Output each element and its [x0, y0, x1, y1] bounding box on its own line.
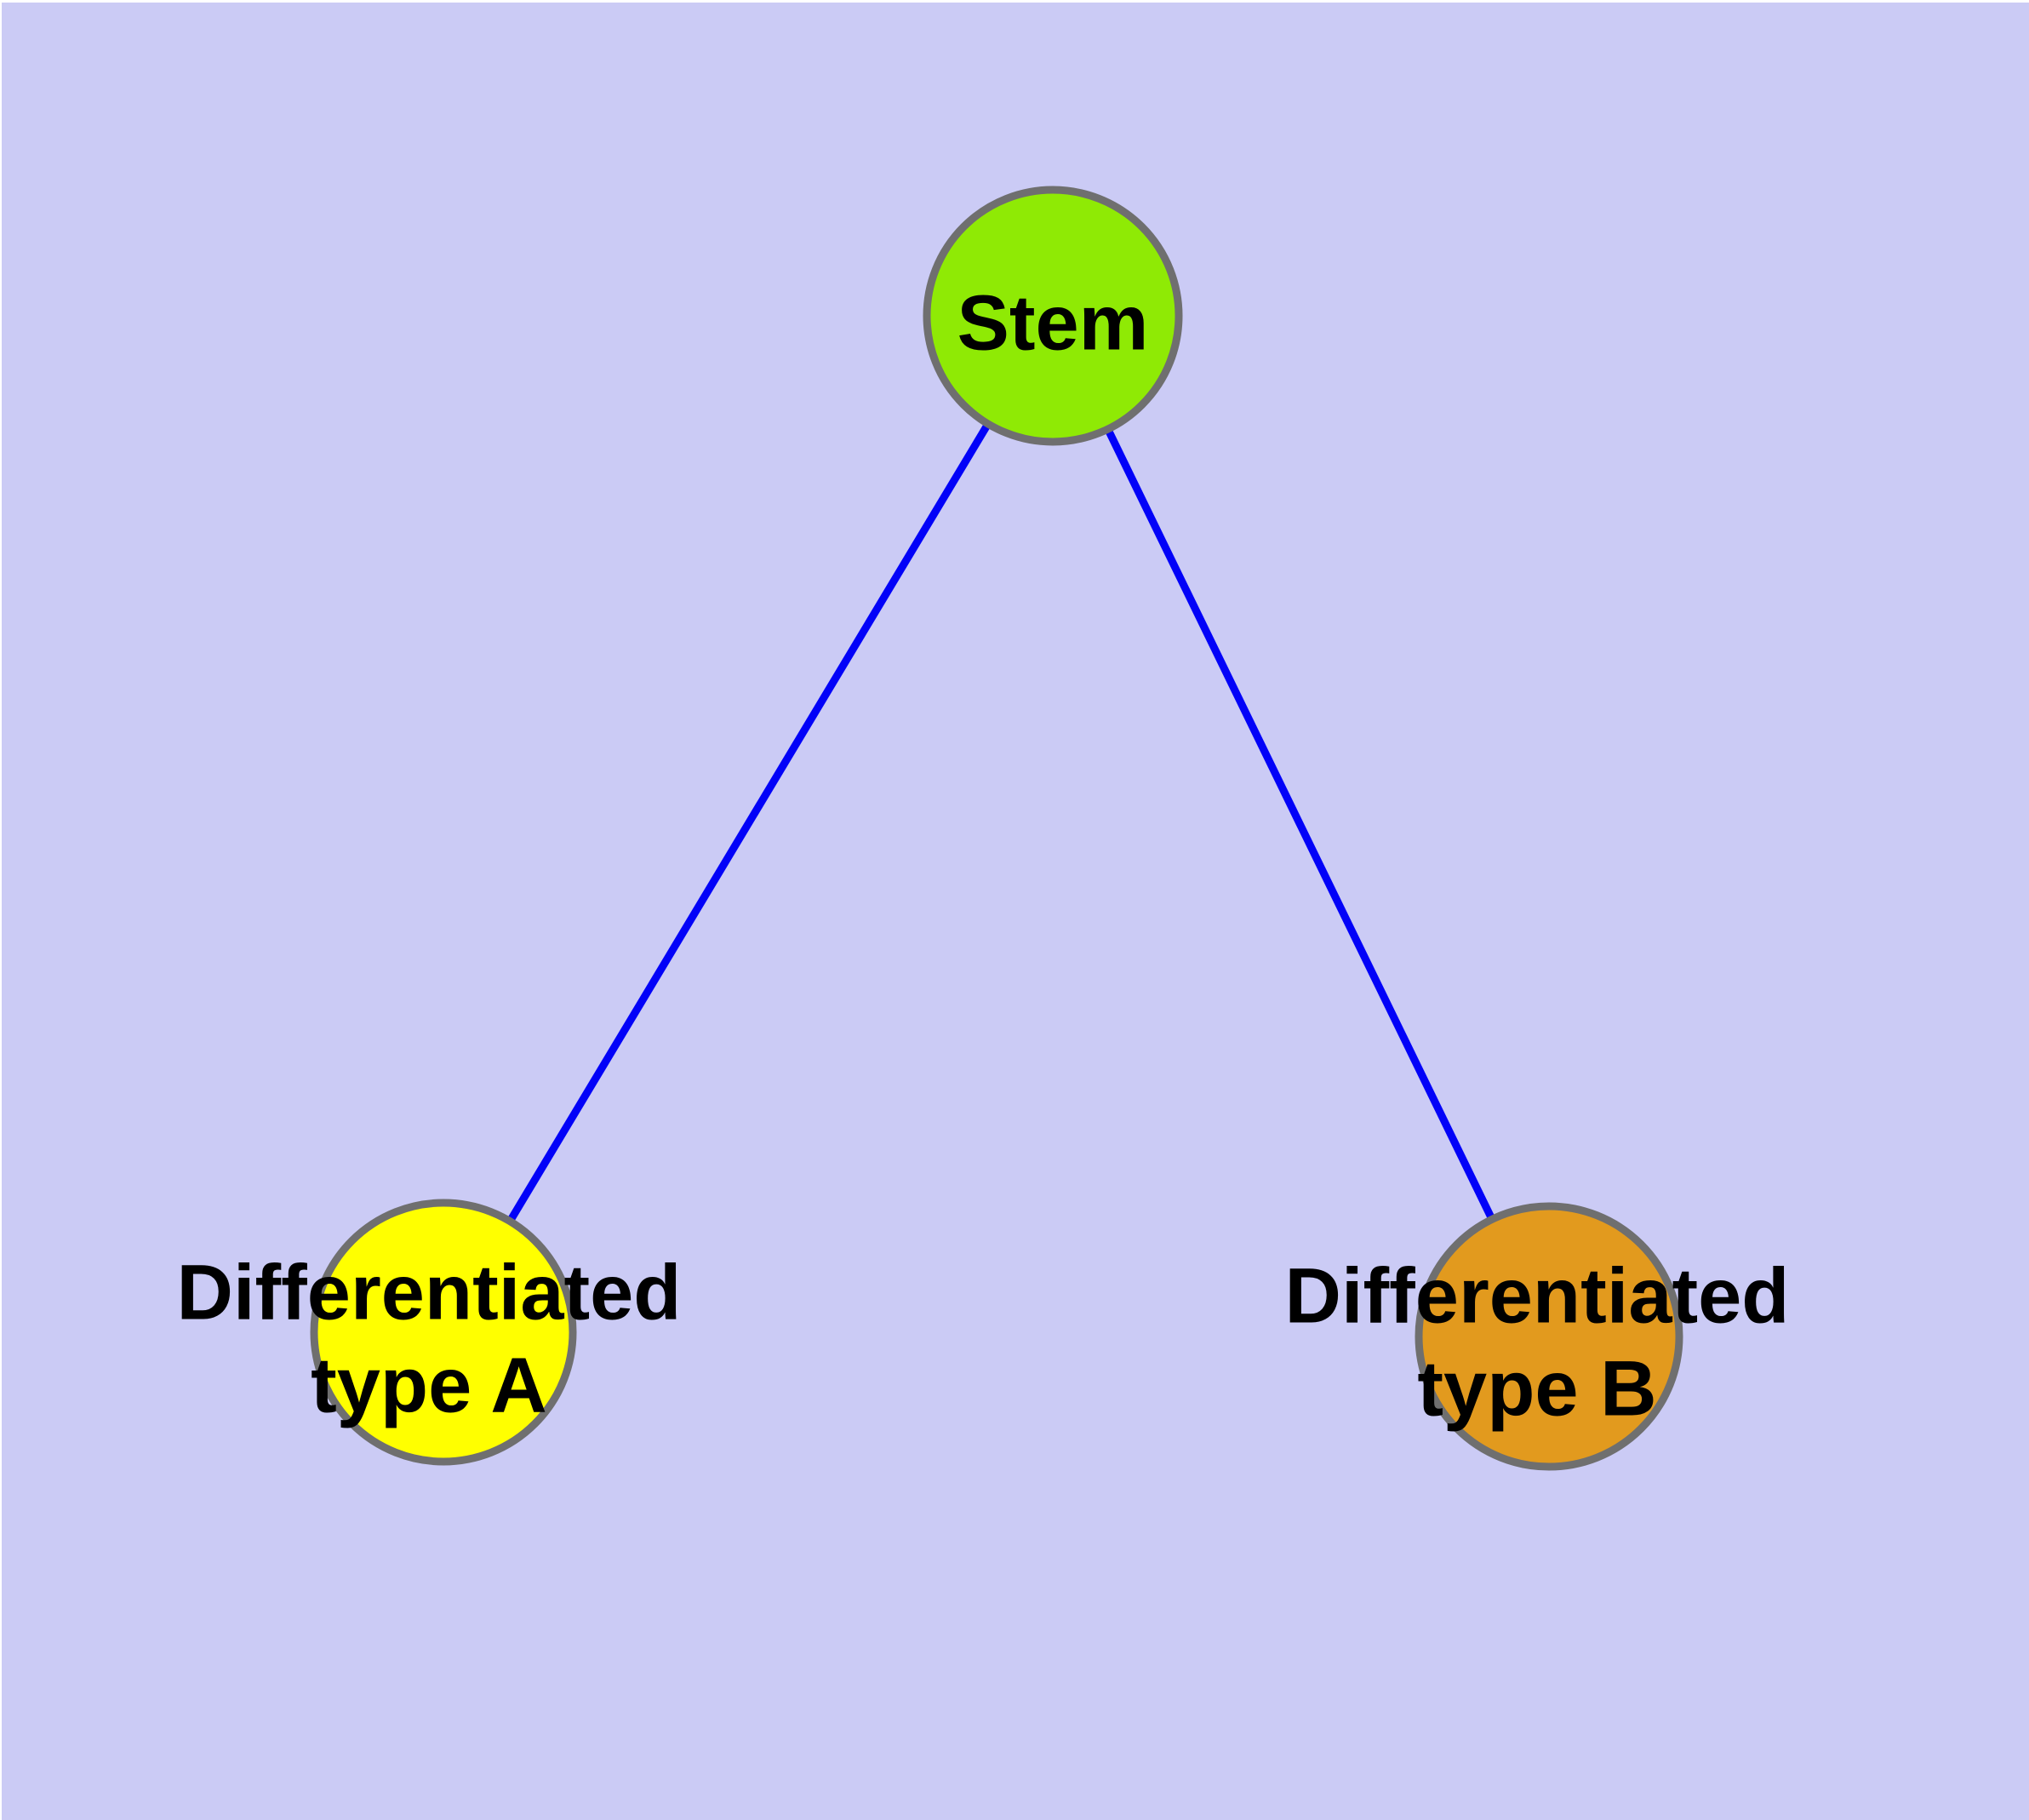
node-stem-label: Stem [957, 277, 1149, 369]
frame-edge-top [0, 0, 2029, 3]
frame-edge-left [0, 0, 2, 1820]
node-type-a-label-line-1: Differentiated [176, 1249, 682, 1336]
node-differentiated-type-b-circle [1415, 1202, 1683, 1471]
node-stem-circle [923, 186, 1183, 446]
node-type-b-label-line-1: Differentiated [1284, 1252, 1790, 1340]
node-type-b-label-line-2: type B [1417, 1346, 1657, 1433]
edge-stem-to-type-a [440, 313, 1056, 1335]
node-differentiated-type-a-label: Differentiated type A [177, 1247, 682, 1434]
node-stem-label-line-1: Stem [957, 279, 1149, 367]
edge-stem-to-type-b [1049, 314, 1553, 1338]
node-type-a-label-line-2: type A [311, 1342, 547, 1429]
node-differentiated-type-a-circle [310, 1199, 577, 1466]
node-differentiated-type-b-label: Differentiated type B [1285, 1251, 1790, 1437]
